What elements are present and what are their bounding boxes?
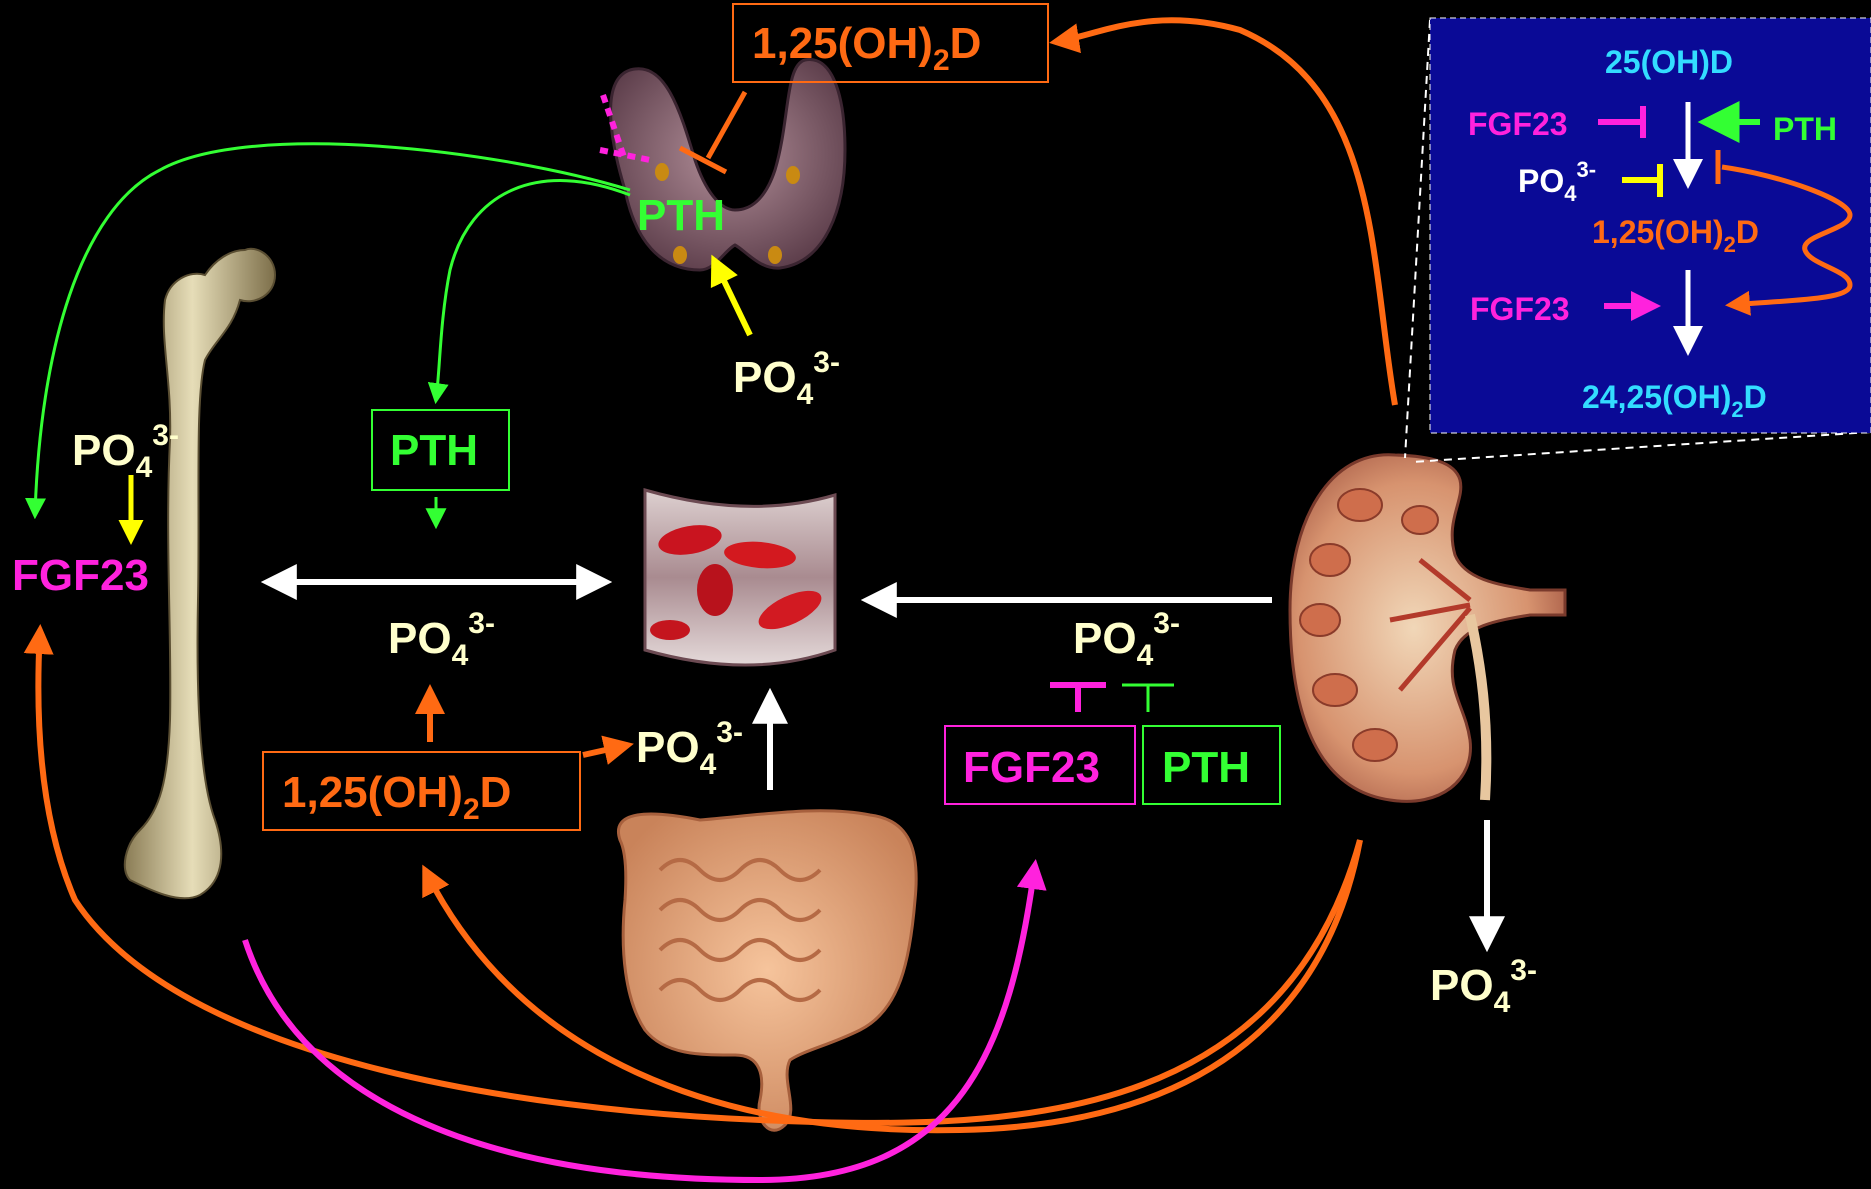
fgf23-box-label: FGF23 [963, 743, 1100, 792]
pth-gland-label: PTH [637, 191, 725, 240]
po4-center-label: PO43- [388, 607, 495, 672]
vessel-illustration [645, 490, 835, 665]
po4-gut-label: PO43- [636, 716, 743, 781]
po4-kidney-reabs-label: PO43- [1073, 607, 1180, 672]
po4-bone-label: PO43- [72, 419, 179, 484]
pth-box-kidney-label: PTH [1162, 743, 1250, 792]
po4-urine-label: PO43- [1430, 954, 1537, 1019]
pth-box-label: PTH [390, 426, 478, 475]
po4-gland-label: PO43- [733, 346, 840, 411]
calcitriol-top-label: 1,25(OH)2D [752, 19, 981, 77]
inset-fgf23-inhibit-label: FGF23 [1468, 106, 1568, 142]
inset-substrate-label: 25(OH)D [1605, 44, 1733, 80]
inset-pth-label: PTH [1773, 111, 1837, 147]
calcitriol-gut-label: 1,25(OH)2D [282, 768, 511, 826]
inset-fgf23-stim-label: FGF23 [1470, 291, 1570, 327]
fgf23-bone-label: FGF23 [12, 551, 149, 600]
kidney-illustration [1290, 455, 1565, 802]
